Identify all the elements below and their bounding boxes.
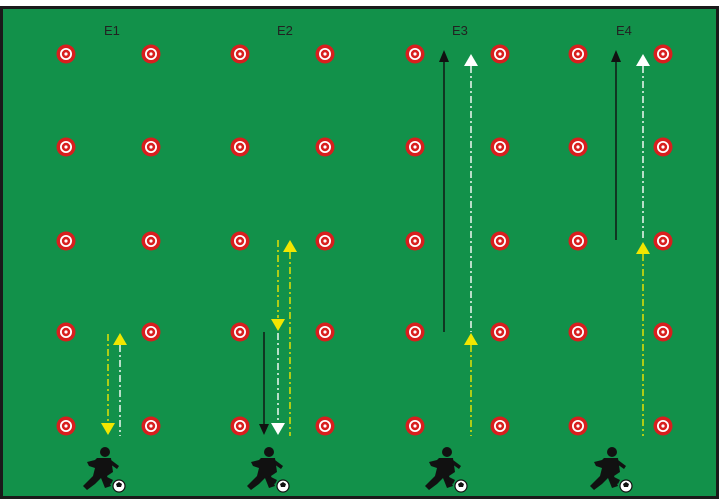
- cone-marker-icon: [231, 45, 250, 64]
- cone-marker-icon: [406, 417, 425, 436]
- cone-marker-icon: [57, 417, 76, 436]
- cone-marker-icon: [142, 232, 161, 251]
- cone-marker-icon: [231, 138, 250, 157]
- cone-marker-icon: [231, 323, 250, 342]
- cone-marker-icon: [406, 323, 425, 342]
- cone-marker-icon: [569, 417, 588, 436]
- cone-marker-icon: [491, 232, 510, 251]
- cone-marker-icon: [406, 232, 425, 251]
- cone-marker-icon: [569, 45, 588, 64]
- cone-marker-icon: [316, 417, 335, 436]
- cone-marker-icon: [569, 323, 588, 342]
- cone-marker-icon: [406, 138, 425, 157]
- station-label-e4: E4: [616, 23, 632, 38]
- cone-marker-icon: [569, 138, 588, 157]
- cone-marker-icon: [654, 417, 673, 436]
- cone-marker-icon: [654, 232, 673, 251]
- cone-marker-icon: [142, 45, 161, 64]
- cone-marker-icon: [57, 232, 76, 251]
- cone-marker-icon: [491, 323, 510, 342]
- cone-marker-icon: [57, 138, 76, 157]
- cone-marker-icon: [569, 232, 588, 251]
- cone-marker-icon: [654, 323, 673, 342]
- station-label-e3: E3: [452, 23, 468, 38]
- station-label-e1: E1: [104, 23, 120, 38]
- cone-marker-icon: [231, 232, 250, 251]
- station-label-e2: E2: [277, 23, 293, 38]
- cone-marker-icon: [316, 138, 335, 157]
- cone-marker-icon: [142, 138, 161, 157]
- cone-marker-icon: [491, 138, 510, 157]
- cone-marker-icon: [57, 323, 76, 342]
- cone-marker-icon: [57, 45, 76, 64]
- cone-marker-icon: [142, 417, 161, 436]
- cone-marker-icon: [316, 45, 335, 64]
- cone-marker-icon: [406, 45, 425, 64]
- cone-marker-icon: [316, 232, 335, 251]
- cone-marker-icon: [654, 138, 673, 157]
- cone-marker-icon: [316, 323, 335, 342]
- cone-marker-icon: [231, 417, 250, 436]
- cone-marker-icon: [491, 417, 510, 436]
- cone-marker-icon: [142, 323, 161, 342]
- cone-marker-icon: [654, 45, 673, 64]
- cone-marker-icon: [491, 45, 510, 64]
